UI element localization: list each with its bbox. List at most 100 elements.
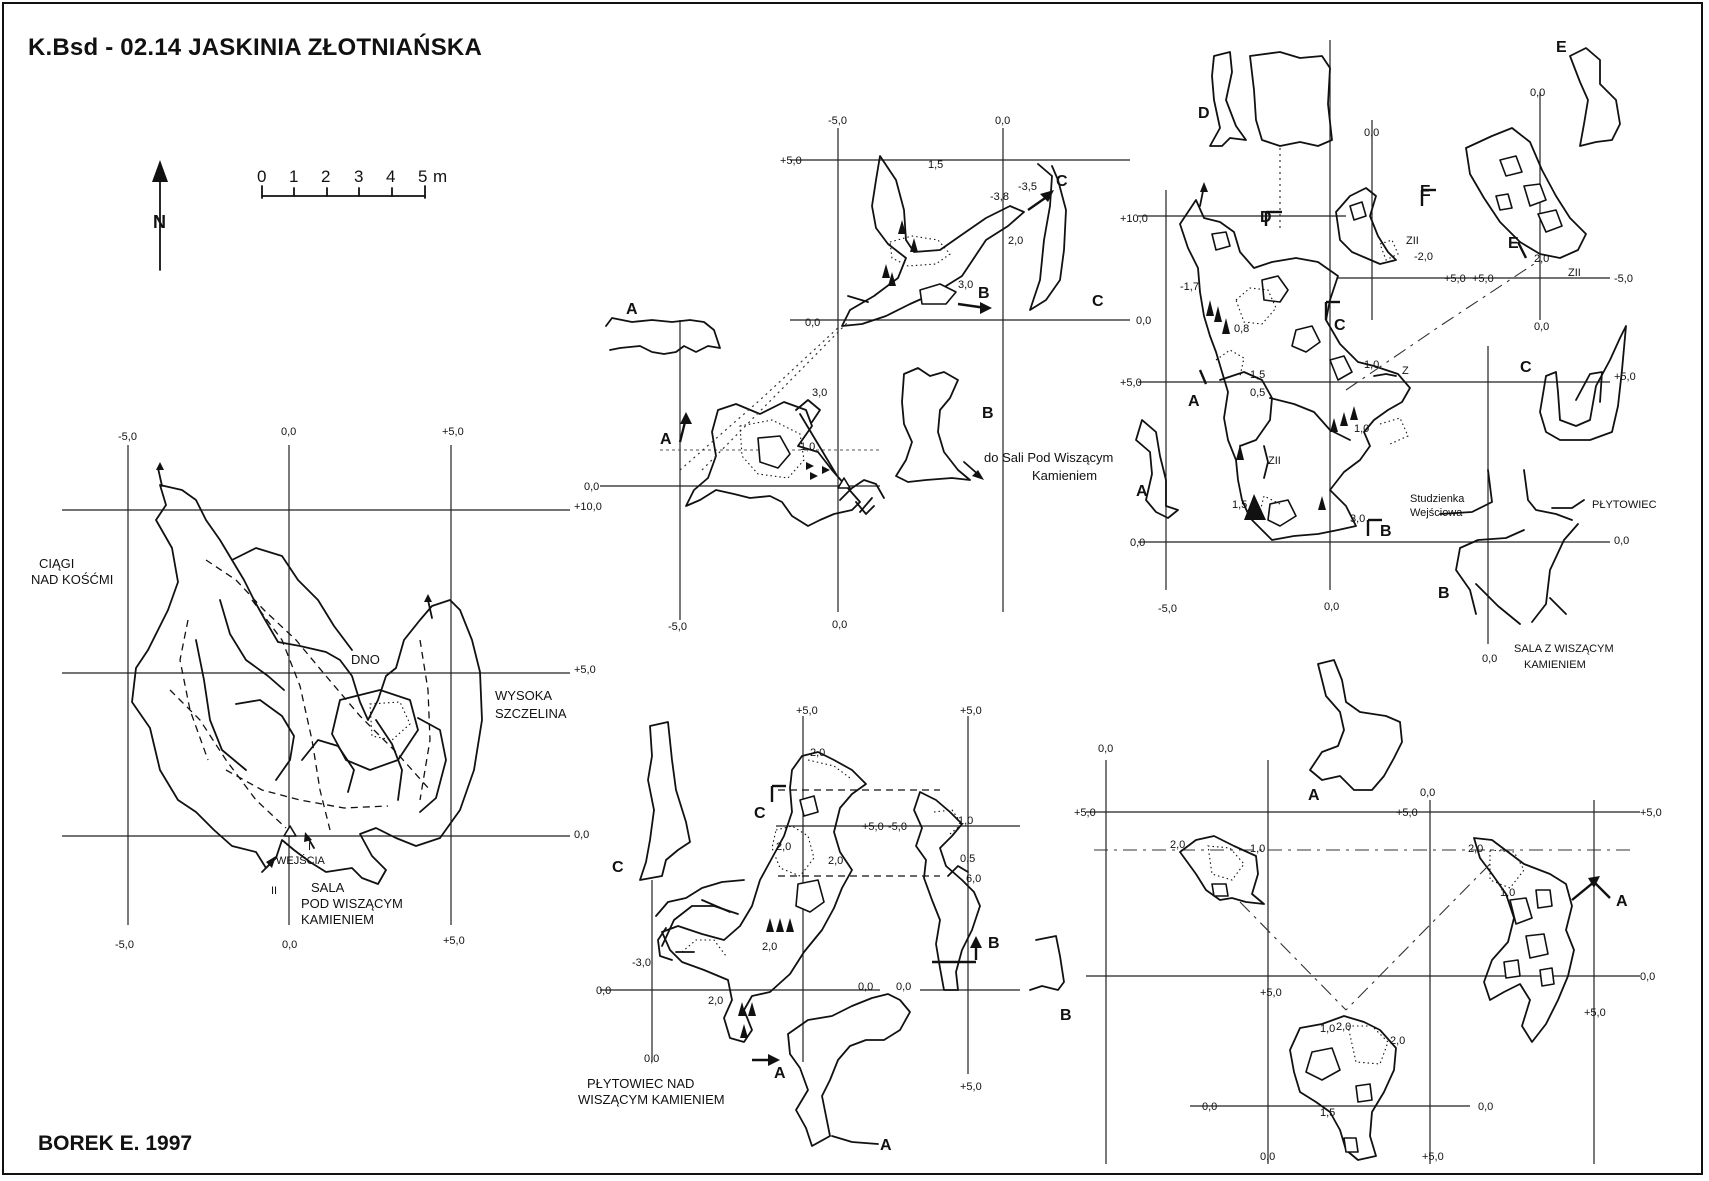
depth-label: 1,0 [1320,1023,1335,1035]
grid-label: 0,0 [1420,787,1435,799]
depth-label: 1,5 [1250,369,1265,381]
section-letter: A [626,301,638,318]
entrance-i: I [308,841,311,853]
depth-label: 2,0 [1534,253,1549,265]
grid-label: 0,0 [1364,127,1379,139]
section-letter: A [880,1137,892,1154]
map-title: K.Bsd - 02.14 JASKINIA ZŁOTNIAŃSKA [28,34,482,61]
depth-label: 1,0 [1250,843,1265,855]
place-wysoka-2: SZCZELINA [495,706,567,721]
grid-label: +5,0 [862,821,884,833]
grid-label: 0,0 [1260,1151,1275,1163]
grid-label: 0,0 [995,115,1010,127]
grid-label: +5,0 [1422,1151,1444,1163]
zone-marker: ZII [1406,235,1419,247]
grid-label: 0,0 [896,981,911,993]
section-letter: A [1136,483,1148,500]
scale-tick-4: 4 [386,167,395,186]
depth-label: -1,7 [1180,281,1199,293]
section-letter: C [612,859,624,876]
grid-label: +5,0 [1614,371,1636,383]
grid-label: +5,0 [1260,987,1282,999]
grid-label: 0,0 [1614,535,1629,547]
section-letter: D [1198,105,1210,122]
depth-label: 3,0 [812,387,827,399]
section-letter: C [754,805,766,822]
zone-marker: ZII [1568,267,1581,279]
depth-label: 0,8 [1234,323,1249,335]
southeast-section: 0,0 +5,0 0,0 +5,0 +5,0 +5,0 0,0 0,0 0,0 … [1074,659,1662,1164]
northeast-section: +10,0 +5,0 0,0 -5,0 0,0 0,0 0,0 +5,0 +5,… [1120,39,1657,671]
depth-label: 3,0 [1350,513,1365,525]
grid-label: +5,0 [443,935,465,947]
grid-label: 0,0 [1098,743,1113,755]
section-letter: B [988,935,1000,952]
section-letter: D [1260,209,1272,226]
section-letter: A [774,1065,786,1082]
grid-label: +5,0 [1640,807,1662,819]
zone-marker: Z [1402,365,1409,377]
note-to-sala-2: Kamieniem [1032,468,1097,483]
grid-label: +5,0 [1396,807,1418,819]
grid-label: +10,0 [1120,213,1148,225]
grid-label: 0,0 [1482,653,1497,665]
place-wysoka-1: WYSOKA [495,688,552,703]
entrance-section: -5,0 0,0 +5,0 0,0 0,0 -5,0 0,0 0,0 1,5 -… [584,115,1151,633]
cave-outline [131,484,483,885]
depth-label: 2,0 [810,747,825,759]
studzienka-2: Wejściowa [1410,507,1463,519]
studzienka-1: Studzienka [1410,493,1465,505]
place-sala-1: SALA [311,880,345,895]
depth-label: 1,5 [1232,499,1247,511]
section-letter: E [1556,39,1567,56]
grid-label: -5,0 [1614,273,1633,285]
entrance-ii: II [271,885,277,897]
place-ciagi-2: NAD KOŚĆMI [31,572,113,587]
grid-label: +10,0 [574,501,602,513]
section-letter: A [1308,787,1320,804]
section-letter: E [1420,183,1431,200]
scale-tick-1: 1 [289,167,298,186]
grid-label: -5,0 [1158,603,1177,615]
place-ciagi-1: CIĄGI [39,556,74,571]
depth-label: 6,0 [966,873,981,885]
section-letter: E [1508,235,1519,252]
grid-label: 0,0 [1640,971,1655,983]
grid-label: 0,0 [282,939,297,951]
grid-label: 0,0 [832,619,847,631]
depth-label: 2,0 [1390,1035,1405,1047]
section-letter: C [1056,173,1068,190]
grid-label: 0,0 [1136,315,1151,327]
section-letter: A [1188,393,1200,410]
scale-bar: 0 1 2 3 4 5 m [257,167,447,199]
section-letter: C [1520,359,1532,376]
grid-label: 0,0 [805,317,820,329]
cave-outline [1179,199,1411,541]
grid-label: 0,0 [1324,601,1339,613]
depth-label: 1,0 [800,441,815,453]
section-letter: A [1616,893,1628,910]
place-sala-2: POD WISZĄCYM [301,896,403,911]
depth-label: 2,0 [1468,843,1483,855]
depth-label: 2,0 [776,841,791,853]
grid-label: +5,0 [442,426,464,438]
grid-label: 0,0 [1534,321,1549,333]
depth-label: 1,0 [1500,887,1515,899]
sala-label-1: SALA Z WISZĄCYM [1514,643,1614,655]
depth-label: 2,0 [1336,1021,1351,1033]
grid-label: 0,0 [574,829,589,841]
plytowiec-label: PŁYTOWIEC [1592,499,1657,511]
depth-label: -3,5 [1018,181,1037,193]
section-letter: B [1060,1007,1072,1024]
depth-label: 2,0 [1008,235,1023,247]
overview-plan: -5,0 0,0 +5,0 -5,0 0,0 +5,0 +10,0 +5,0 0… [31,426,602,951]
section-letter: A [660,431,672,448]
depth-label: -3,0 [632,957,651,969]
cave-outline [685,401,861,527]
grid-label: 0,0 [584,481,599,493]
south-section: +5,0 +5,0 +5,0 -5,0 0,0 0,0 0,0 0,0 +5,0… [578,705,1072,1154]
cave-outline [661,751,867,1043]
grid-label: +5,0 [960,1081,982,1093]
place-dno: DNO [351,652,380,667]
